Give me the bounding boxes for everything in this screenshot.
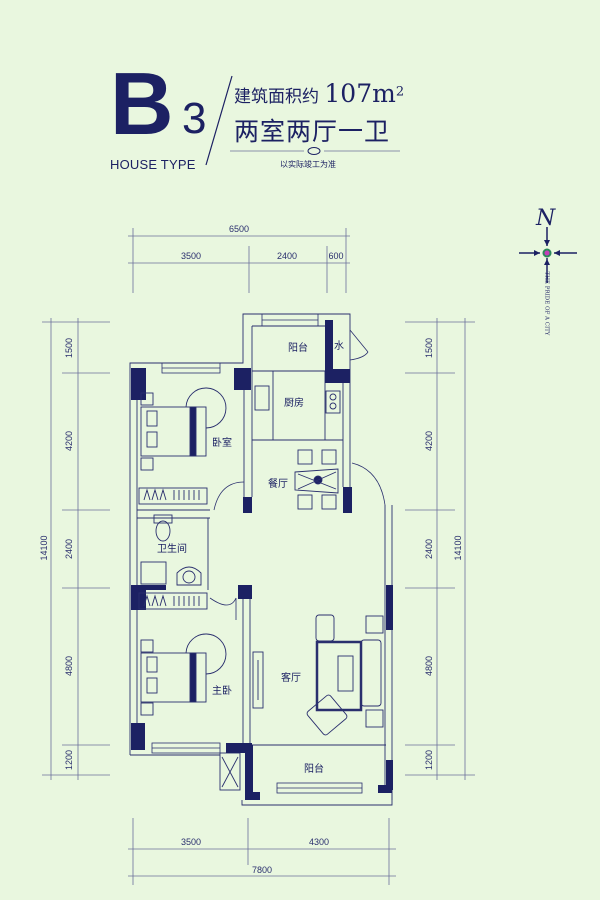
- house-type-label: HOUSE TYPE: [110, 157, 196, 172]
- room-master-bedroom: 主卧: [212, 684, 232, 697]
- dim-bottom-1: 3500: [181, 837, 201, 847]
- room-bedroom: 卧室: [212, 436, 232, 449]
- chair-icon: [297, 449, 337, 510]
- room-bathroom: 卫生间: [157, 542, 187, 555]
- dim-right-3: 2400: [424, 539, 434, 559]
- room-balcony-north: 阳台: [288, 341, 308, 354]
- tv-cabinet-icon: [252, 651, 264, 709]
- dim-left-4: 4800: [64, 656, 74, 676]
- dim-left-total: 14100: [39, 535, 49, 560]
- dim-right-total: 14100: [453, 535, 463, 560]
- nightstand-icon: [140, 639, 154, 716]
- dim-top-total: 6500: [229, 224, 249, 234]
- thin-walls: [129, 313, 393, 806]
- area-prefix: 建筑面积约: [234, 87, 319, 107]
- disclaimer-note: 以实际竣工为准: [280, 160, 336, 169]
- structural-walls: [131, 320, 393, 800]
- toilet-icon: [153, 514, 173, 542]
- side-table-icon: [365, 615, 384, 728]
- furniture: [138, 385, 384, 736]
- wardrobe-icon: [138, 487, 208, 505]
- dim-right-2: 4200: [424, 431, 434, 451]
- nightstand-icon: [140, 392, 154, 471]
- stove-icon: [325, 390, 341, 414]
- windows: [151, 313, 363, 794]
- room-water: 水: [334, 340, 344, 352]
- room-balcony-south: 阳台: [304, 762, 324, 775]
- north-label: N: [535, 206, 556, 231]
- dining-table-icon: [294, 468, 339, 494]
- area-value: 107m: [324, 79, 396, 108]
- dimension-labels: 6500 3500 2400 600 3500 4300 7800 14100 …: [39, 224, 463, 875]
- dim-right-4: 4800: [424, 656, 434, 676]
- doors[interactable]: [209, 329, 386, 620]
- kitchen-sink-icon: [254, 385, 270, 411]
- bed-icon: [140, 406, 207, 457]
- sink-icon: [176, 566, 202, 586]
- dim-left-3: 2400: [64, 539, 74, 559]
- bathtub-icon: [140, 561, 167, 585]
- dim-left-1: 1500: [64, 338, 74, 358]
- dim-right-1: 1500: [424, 338, 434, 358]
- area-unit: 2: [395, 84, 405, 100]
- house-type-number: 3: [182, 94, 207, 143]
- wardrobe-icon: [138, 592, 208, 610]
- coffee-table-icon: [315, 640, 363, 712]
- header-ornament-divider: [230, 147, 400, 155]
- room-labels: 阳台 水 厨房 卧室 餐厅 卫生间 主卧 客厅 阳台: [157, 340, 344, 775]
- rug-icon: [185, 387, 227, 429]
- dim-left-5: 1200: [64, 750, 74, 770]
- building-area: 建筑面积约 107m2: [234, 80, 404, 111]
- rug-icon: [185, 633, 227, 675]
- room-dining: 餐厅: [268, 477, 288, 490]
- layout-description: 两室两厅一卫: [234, 117, 391, 146]
- compass: N: [519, 206, 577, 283]
- header-slash: [205, 75, 233, 166]
- room-living: 客厅: [281, 671, 301, 684]
- dim-left-2: 4200: [64, 431, 74, 451]
- room-kitchen: 厨房: [284, 396, 304, 409]
- dim-right-5: 1200: [424, 750, 434, 770]
- dim-top-2: 2400: [277, 251, 297, 261]
- dim-top-3: 600: [328, 251, 343, 261]
- dim-bottom-total: 7800: [252, 865, 272, 875]
- dim-top-1: 3500: [181, 251, 201, 261]
- bed-icon: [140, 652, 207, 703]
- house-type-letter: B: [110, 54, 174, 153]
- dimension-lines: [42, 228, 475, 885]
- dim-bottom-2: 4300: [309, 837, 329, 847]
